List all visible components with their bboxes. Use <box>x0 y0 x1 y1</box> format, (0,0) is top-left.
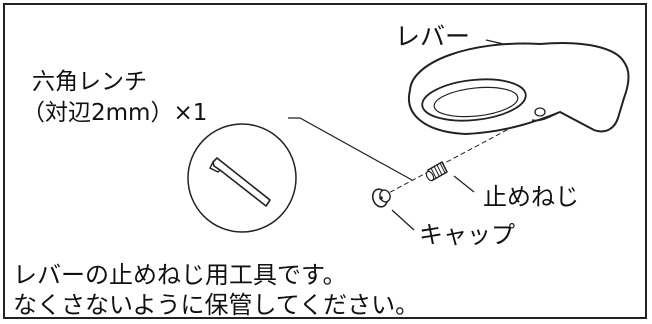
set-screw-label: 止めねじ <box>483 183 579 211</box>
hex-wrench-label: 六角レンチ <box>32 69 147 95</box>
screw-leader-line <box>453 175 475 193</box>
hex-wrench-icon <box>187 123 297 233</box>
diagram-frame <box>3 3 647 319</box>
lever-label: レバー <box>395 22 471 51</box>
note-line-2: なくさないように保管してください。 <box>13 291 420 319</box>
cap-icon <box>371 188 391 208</box>
hex-wrench-spec-label: （対辺2mm）×1 <box>22 100 208 126</box>
cap-leader-line <box>391 209 415 231</box>
cap-label: キャップ <box>419 221 515 249</box>
set-screw-icon <box>425 160 448 182</box>
wrench-leader-line <box>288 117 413 181</box>
note-line-1: レバーの止めねじ用工具です。 <box>13 261 347 289</box>
lever-handle-icon <box>407 41 630 136</box>
